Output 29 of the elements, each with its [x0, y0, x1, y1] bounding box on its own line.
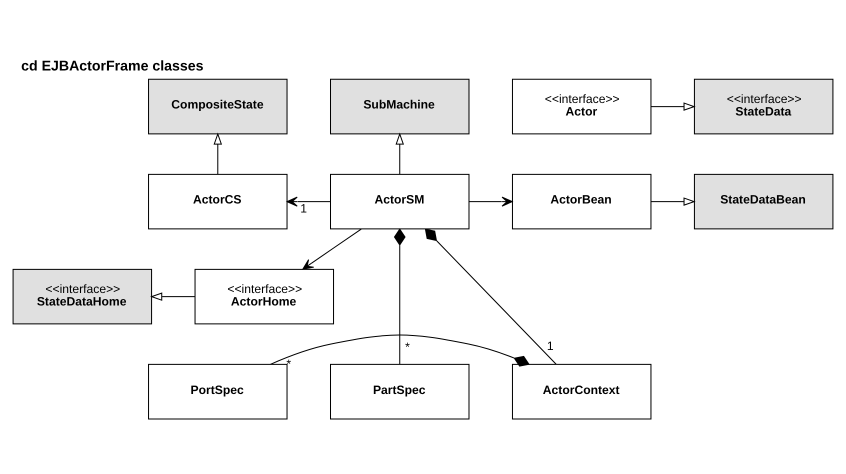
connector	[424, 228, 557, 364]
edge-label: *	[286, 356, 292, 370]
arrow	[302, 228, 362, 270]
node-box: PortSpec	[148, 363, 288, 419]
node-box: CompositeState	[148, 78, 288, 134]
node-box: <<interface>> Actor	[512, 78, 652, 134]
arrow	[214, 132, 222, 174]
arrow	[651, 102, 696, 110]
node-box: PartSpec	[330, 363, 470, 419]
node-box: <<interface>> ActorHome	[194, 268, 334, 324]
node-box: ActorCS	[148, 173, 288, 229]
node-box: ActorContext	[512, 363, 652, 419]
connector	[394, 228, 406, 364]
arrow	[396, 132, 404, 174]
edge-label: 1	[546, 338, 554, 353]
node-box: ActorBean	[512, 173, 652, 229]
connector	[270, 334, 530, 366]
node-box: StateDataBean	[694, 173, 834, 229]
node-box: <<interface>> StateData	[694, 78, 834, 134]
arrow	[286, 196, 330, 206]
node-box: SubMachine	[330, 78, 470, 134]
arrow	[651, 196, 696, 206]
node-box: ActorSM	[330, 173, 470, 229]
node-box: <<interface>> StateDataHome	[12, 268, 152, 324]
edge-label: *	[405, 339, 410, 354]
arrow	[469, 196, 513, 206]
edge-label: 1	[300, 200, 307, 215]
diagram-title: cd EJBActorFrame classes	[21, 56, 204, 73]
arrow	[150, 292, 195, 300]
